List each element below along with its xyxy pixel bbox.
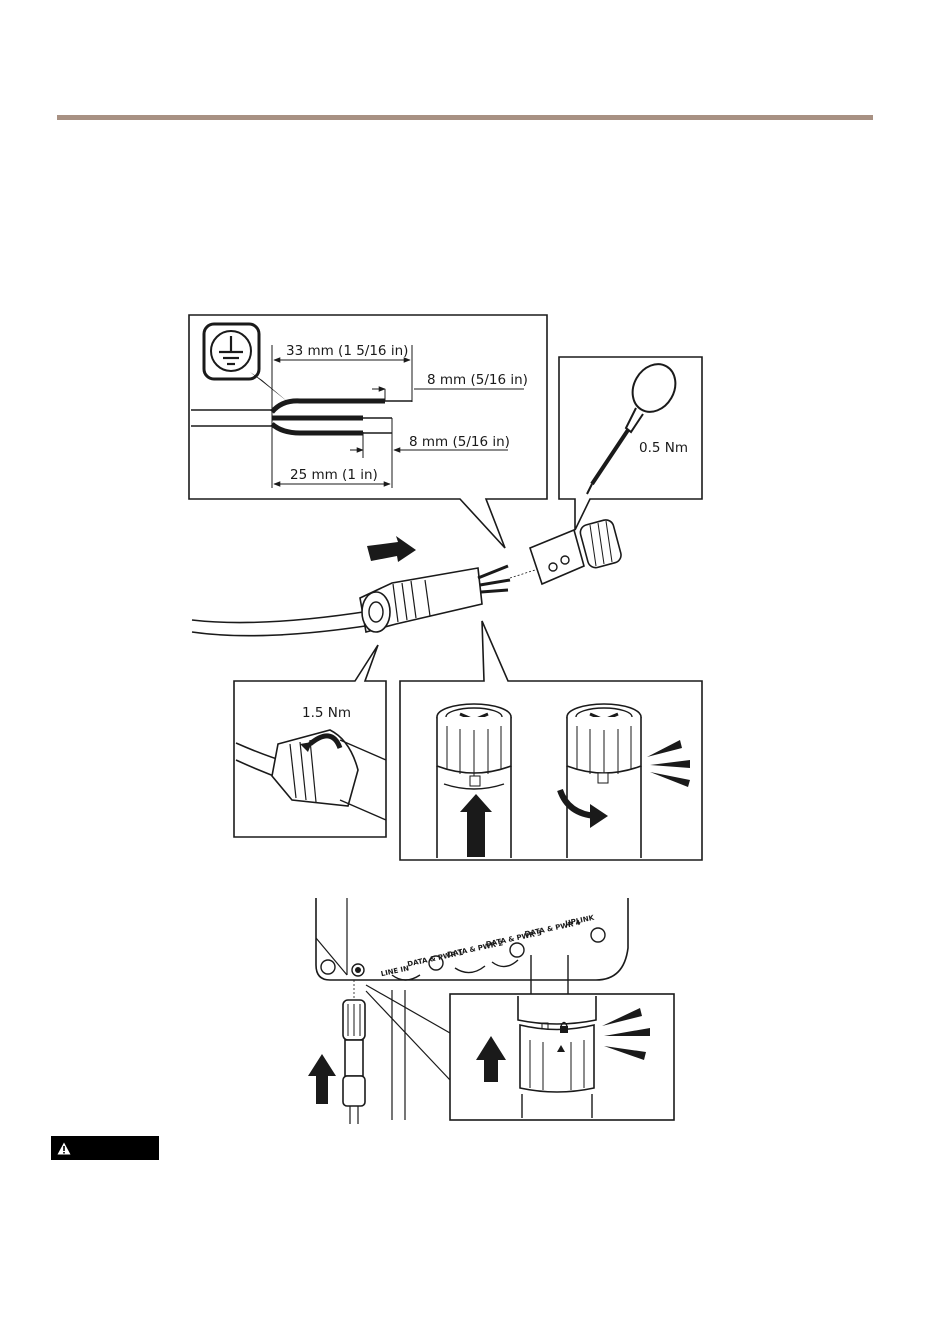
push-arrow-icon [367,536,416,562]
lock-icon [560,1026,568,1033]
connector-assembly [192,518,623,636]
wire-strip-panel: 33 mm (1 5/16 in) 8 mm (5/16 in) 8 mm (5… [189,315,547,548]
dimension-outer: 33 mm (1 5/16 in) [286,343,408,359]
gland-torque-panel: 1.5 Nm [234,645,386,837]
dimension-conductor-strip: 8 mm (5/16 in) [409,434,510,450]
dimension-inner: 25 mm (1 in) [290,467,378,483]
torque-gland: 1.5 Nm [302,705,351,721]
device-figure: LINE IN DATA & PWR 1 DATA & PWR 2 DATA &… [308,898,674,1124]
push-up-arrow-icon [308,1054,336,1104]
lock-panel [400,621,702,860]
warning-badge [51,1136,159,1160]
port-label-1: LINE IN [380,964,410,978]
dimension-earth-strip: 8 mm (5/16 in) [427,372,528,388]
torque-screwdriver: 0.5 Nm [639,440,688,456]
screwdriver-panel: 0.5 Nm [559,356,702,530]
warning-triangle-icon [57,1142,71,1155]
